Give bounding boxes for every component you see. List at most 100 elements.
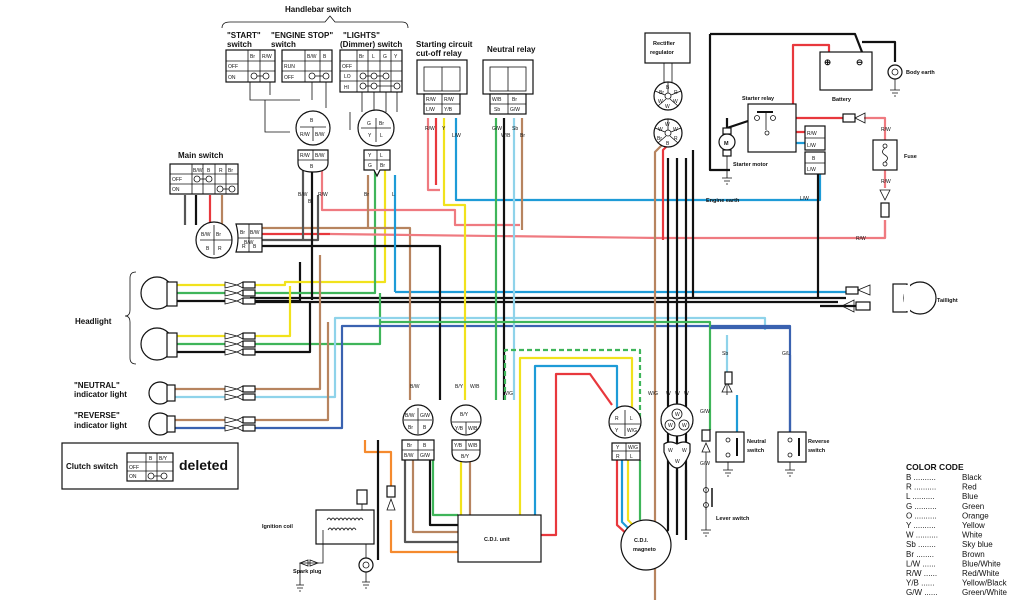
svg-text:Br: Br (240, 230, 245, 236)
reverse-ind-title-1: "REVERSE" (74, 411, 120, 420)
wire-reverse-ind-brown (175, 322, 330, 422)
start-switch-table[interactable] (225, 49, 276, 83)
svg-text:W/B: W/B (468, 443, 478, 449)
stator-connector[interactable]: W W W W W W (660, 403, 694, 469)
svg-text:Y/B: Y/B (455, 426, 464, 432)
fuse[interactable]: R/W Fuse R/W (872, 127, 917, 218)
color-code-entry-name: Blue (962, 492, 979, 501)
wire-scr-lw (454, 118, 822, 202)
bullet-connector-male (224, 393, 238, 401)
svg-text:B: B (149, 456, 153, 462)
svg-text:B: B (666, 141, 670, 147)
wire-cdi-blue (533, 364, 619, 515)
svg-text:G: G (367, 121, 371, 127)
wire-red-long (329, 220, 887, 240)
svg-text:Br: Br (657, 136, 662, 142)
svg-text:B/Y: B/Y (460, 412, 469, 418)
color-code-entry-name: Black (962, 473, 983, 482)
wire-cdi-brown (411, 460, 458, 534)
bullet-connector-sleeve (242, 348, 256, 356)
svg-text:OFF: OFF (284, 75, 294, 81)
svg-text:R/W: R/W (300, 132, 310, 138)
wires-layer (175, 32, 897, 600)
battery-negative-icon: ⊖ (856, 57, 863, 67)
battery-title: Battery (832, 97, 852, 103)
magneto-connector[interactable]: R L Y W/G Y W/G R L (608, 405, 642, 461)
color-code-entry-name: Red/White (962, 569, 1000, 578)
wire-headlight2-green (175, 293, 382, 346)
handlebar-switch-group: Handlebar switch "START" switch Br R/W O… (221, 5, 409, 178)
color-code-entry-code: L .......... (906, 492, 935, 501)
clutch-switch-table (126, 452, 174, 482)
bullet-connector-sleeve (242, 416, 256, 424)
svg-text:W/G: W/G (648, 391, 658, 397)
cdi-magneto[interactable]: C.D.I. magneto (620, 519, 672, 571)
rectifier-title-2: regulator (650, 50, 675, 56)
engine-stop-switch-table[interactable] (281, 49, 333, 83)
svg-text:W: W (682, 448, 687, 454)
color-code-entry-name: Brown (962, 550, 985, 559)
wire-scr-rw1 (426, 118, 440, 192)
svg-text:G/W: G/W (420, 453, 430, 459)
cdi-left-connector[interactable]: B/W G/W Br B Br B B/W G/W (401, 404, 435, 461)
svg-text:L: L (380, 133, 383, 139)
svg-text:B/Y: B/Y (461, 454, 470, 460)
main-switch[interactable]: Main switch B/W B R Br OFF ON B/W Br B R… (169, 151, 263, 259)
starter-relay-title: Starter relay (742, 96, 775, 102)
color-code-entry-name: Yellow (962, 521, 985, 530)
color-code-entry-code: Y .......... (906, 521, 936, 530)
wire-gw-main (380, 320, 712, 430)
neutral-switch[interactable]: Neutral switch (715, 371, 766, 477)
svg-text:ON: ON (129, 474, 137, 480)
svg-text:B/W: B/W (404, 453, 414, 459)
svg-text:Y/B: Y/B (454, 443, 463, 449)
neutral-indicator-light[interactable]: "NEUTRAL" indicator light (74, 381, 176, 405)
cdi-magneto-title-1: C.D.I. (634, 538, 649, 544)
svg-text:R/W: R/W (318, 192, 328, 198)
bullet-connector-sleeve (242, 281, 256, 289)
color-code-entry-name: Sky blue (962, 540, 993, 549)
svg-text:B/W: B/W (410, 384, 420, 390)
svg-text:B: B (207, 168, 211, 174)
reverse-indicator-light[interactable]: "REVERSE" indicator light (74, 411, 176, 436)
rectifier-title-1: Rectifier (653, 41, 676, 47)
svg-text:W/G: W/G (628, 445, 638, 451)
svg-text:R/W: R/W (300, 153, 310, 159)
scr-title-2: cut-off relay (416, 49, 462, 58)
svg-text:B: B (423, 443, 427, 449)
starter-motor[interactable]: M Starter motor Engine earth (706, 127, 769, 204)
svg-text:Sb: Sb (512, 126, 518, 132)
bullet-connector-male (224, 289, 238, 297)
svg-text:Br: Br (359, 54, 364, 60)
neutral-relay[interactable]: Neutral relay W/B Br Sb G/W (482, 45, 536, 115)
svg-text:R: R (674, 136, 678, 142)
reverse-switch[interactable]: Reverse switch (777, 431, 829, 477)
rectifier-regulator[interactable]: Rectifier regulator Br B R W W W W W W B… (644, 32, 691, 148)
svg-text:Br: Br (512, 97, 517, 103)
svg-text:B: B (206, 246, 210, 252)
wire-scr-yb (442, 118, 467, 400)
starter-relay-connector[interactable]: R/W L/W B L/W (804, 125, 826, 175)
cdi-middle-connector[interactable]: B/Y Y/B W/B Y/B W/B B/Y (450, 404, 482, 463)
ignition-coil[interactable]: Ignition coil Spark plug (262, 485, 396, 592)
lever-switch-title: Lever switch (716, 516, 750, 522)
deleted-note: deleted (179, 457, 228, 473)
bullet-connector-male (224, 332, 238, 340)
svg-text:Br: Br (379, 121, 384, 127)
taillight[interactable]: Taillight (841, 281, 958, 315)
cdi-unit[interactable]: C.D.I. unit (457, 514, 542, 563)
clutch-switch-panel: Clutch switch B B/Y OFF ON deleted (61, 442, 239, 490)
svg-text:W/G: W/G (627, 428, 637, 434)
wire-neutral-ind-sky (175, 316, 767, 399)
handlebar-left-plug[interactable] (297, 149, 329, 173)
svg-text:Sb: Sb (494, 107, 500, 113)
bullet-connector-female (236, 385, 244, 393)
starting-circuit-relay[interactable]: Starting circuit cut-off relay R/W R/W L… (416, 40, 473, 115)
bullet-connector-female (236, 332, 244, 340)
battery[interactable]: ⊕ ⊖ Battery Body earth (819, 51, 935, 103)
svg-text:B: B (812, 156, 816, 162)
svg-text:HI: HI (344, 85, 349, 91)
lever-switch[interactable]: Lever switch (701, 429, 750, 537)
starter-relay[interactable]: Starter relay (742, 96, 797, 153)
